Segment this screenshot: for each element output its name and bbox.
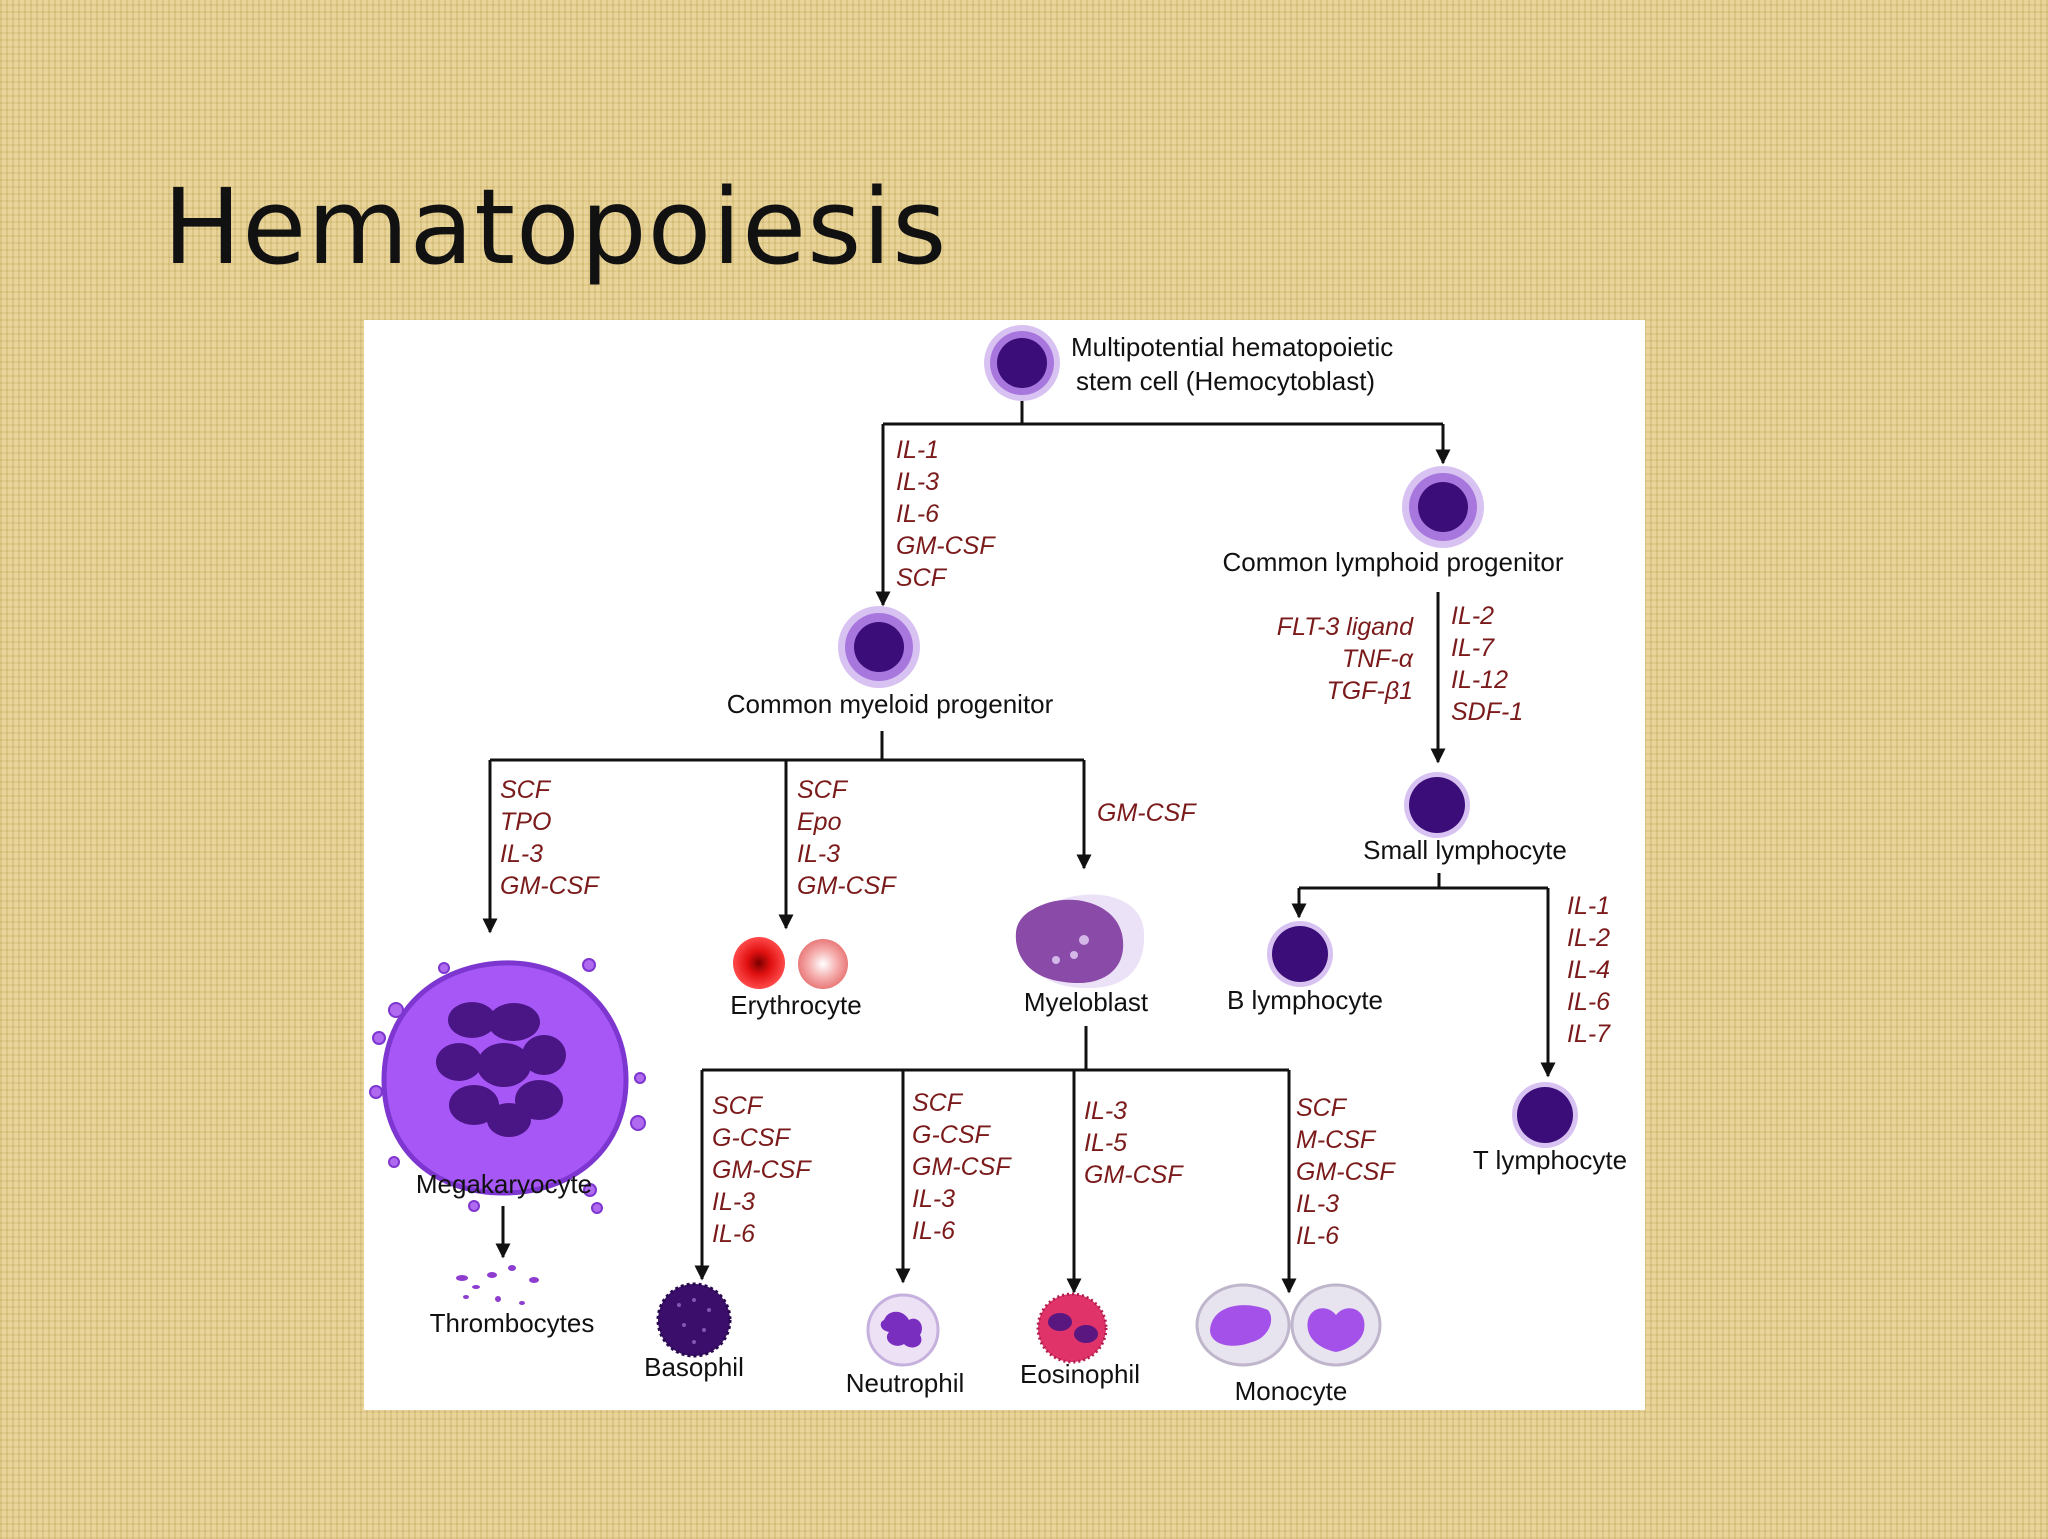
factors-to-monocyte: SCF M-CSF GM-CSF IL-3 IL-6 bbox=[1296, 1094, 1396, 1250]
factors-to-megakaryocyte: SCF TPO IL-3 GM-CSF bbox=[500, 776, 600, 900]
erythrocyte-cells bbox=[733, 937, 848, 989]
lymphoid-progenitor-label: Common lymphoid progenitor bbox=[1222, 547, 1563, 577]
factor-item: IL-6 bbox=[912, 1217, 955, 1245]
slide-title: Hematopoiesis bbox=[163, 166, 948, 288]
factor-item: G-CSF bbox=[912, 1121, 992, 1149]
monocyte-label: Monocyte bbox=[1235, 1376, 1348, 1406]
b-lymphocyte-cell bbox=[1267, 921, 1333, 987]
factor-item: IL-7 bbox=[1567, 1020, 1611, 1048]
stem-cell-label-line1: Multipotential hematopoietic bbox=[1071, 332, 1393, 362]
factor-item: IL-7 bbox=[1451, 634, 1495, 662]
factor-item: GM-CSF bbox=[1084, 1161, 1184, 1189]
megakaryocyte-cell bbox=[369, 958, 646, 1214]
thrombocytes-label: Thrombocytes bbox=[430, 1308, 595, 1338]
basophil-label: Basophil bbox=[644, 1352, 744, 1382]
factors-to-neutrophil: SCF G-CSF GM-CSF IL-3 IL-6 bbox=[912, 1089, 1012, 1245]
factors-to-myeloid: IL-1 IL-3 IL-6 GM-CSF SCF bbox=[896, 436, 996, 592]
factor-item: IL-3 bbox=[912, 1185, 955, 1213]
factor-item: GM-CSF bbox=[500, 872, 600, 900]
factor-item: IL-3 bbox=[797, 840, 840, 868]
factor-item: IL-3 bbox=[896, 468, 939, 496]
factor-item: GM-CSF bbox=[1097, 799, 1197, 827]
myeloid-progenitor-cell bbox=[838, 606, 920, 688]
factor-item: SCF bbox=[912, 1089, 964, 1117]
factors-to-basophil: SCF G-CSF GM-CSF IL-3 IL-6 bbox=[712, 1092, 812, 1248]
factor-item: IL-6 bbox=[712, 1220, 755, 1248]
factor-item: Epo bbox=[797, 808, 842, 836]
factor-item: IL-6 bbox=[896, 500, 939, 528]
factor-item: IL-4 bbox=[1567, 956, 1610, 984]
factor-item: IL-2 bbox=[1451, 602, 1494, 630]
factors-to-erythrocyte: SCF Epo IL-3 GM-CSF bbox=[797, 776, 897, 900]
factor-item: IL-5 bbox=[1084, 1129, 1127, 1157]
factor-item: GM-CSF bbox=[797, 872, 897, 900]
eosinophil-label: Eosinophil bbox=[1020, 1359, 1140, 1389]
connectors bbox=[482, 400, 1556, 1294]
myeloblast-cell bbox=[1015, 894, 1145, 989]
factor-item: M-CSF bbox=[1296, 1126, 1377, 1154]
factor-item: IL-3 bbox=[712, 1188, 755, 1216]
factor-item: IL-6 bbox=[1567, 988, 1610, 1016]
megakaryocyte-label: Megakaryocyte bbox=[416, 1169, 592, 1199]
thrombocytes-fragments bbox=[456, 1265, 539, 1305]
stem-cell bbox=[984, 325, 1060, 401]
factor-item: FLT-3 ligand bbox=[1277, 613, 1414, 641]
factor-item: SCF bbox=[1296, 1094, 1348, 1122]
factors-to-t-lymphocyte: IL-1 IL-2 IL-4 IL-6 IL-7 bbox=[1567, 892, 1611, 1048]
hematopoiesis-diagram: Multipotential hematopoietic stem cell (… bbox=[364, 320, 1645, 1410]
factor-item: IL-3 bbox=[1296, 1190, 1339, 1218]
factor-item: IL-3 bbox=[500, 840, 543, 868]
factor-item: TNF-α bbox=[1342, 645, 1414, 673]
factor-item: SCF bbox=[500, 776, 552, 804]
factor-item: IL-1 bbox=[896, 436, 939, 464]
neutrophil-label: Neutrophil bbox=[846, 1368, 965, 1398]
small-lymphocyte-label: Small lymphocyte bbox=[1363, 835, 1567, 865]
factors-to-myeloblast: GM-CSF bbox=[1097, 799, 1197, 827]
factor-item: SCF bbox=[896, 564, 948, 592]
factor-item: G-CSF bbox=[712, 1124, 792, 1152]
basophil-cell bbox=[656, 1282, 732, 1358]
factors-lymphoid-right: IL-2 IL-7 IL-12 SDF-1 bbox=[1451, 602, 1523, 726]
erythrocyte-label: Erythrocyte bbox=[730, 990, 862, 1020]
b-lymphocyte-label: B lymphocyte bbox=[1227, 985, 1383, 1015]
lymphoid-progenitor-cell bbox=[1402, 466, 1484, 548]
factor-item: IL-6 bbox=[1296, 1222, 1339, 1250]
factor-item: IL-12 bbox=[1451, 666, 1508, 694]
neutrophil-cell bbox=[866, 1293, 940, 1367]
factor-item: SCF bbox=[797, 776, 849, 804]
myeloblast-label: Myeloblast bbox=[1024, 987, 1149, 1017]
monocyte-cells bbox=[1195, 1283, 1382, 1367]
factor-item: TPO bbox=[500, 808, 551, 836]
factor-item: TGF-β1 bbox=[1327, 677, 1414, 705]
factor-item: GM-CSF bbox=[1296, 1158, 1396, 1186]
t-lymphocyte-cell bbox=[1512, 1082, 1578, 1148]
factor-item: IL-3 bbox=[1084, 1097, 1127, 1125]
myeloid-progenitor-label: Common myeloid progenitor bbox=[727, 689, 1054, 719]
stem-cell-label-line2: stem cell (Hemocytoblast) bbox=[1076, 366, 1375, 396]
factors-lymphoid-left: FLT-3 ligand TNF-α TGF-β1 bbox=[1277, 613, 1414, 705]
t-lymphocyte-label: T lymphocyte bbox=[1473, 1145, 1627, 1175]
small-lymphocyte-cell bbox=[1404, 772, 1470, 838]
factor-item: IL-1 bbox=[1567, 892, 1610, 920]
factor-item: IL-2 bbox=[1567, 924, 1610, 952]
factor-item: GM-CSF bbox=[712, 1156, 812, 1184]
factor-item: SCF bbox=[712, 1092, 764, 1120]
eosinophil-cell bbox=[1036, 1292, 1108, 1364]
factors-to-eosinophil: IL-3 IL-5 GM-CSF bbox=[1084, 1097, 1184, 1189]
factor-item: SDF-1 bbox=[1451, 698, 1523, 726]
factor-item: GM-CSF bbox=[896, 532, 996, 560]
factor-item: GM-CSF bbox=[912, 1153, 1012, 1181]
